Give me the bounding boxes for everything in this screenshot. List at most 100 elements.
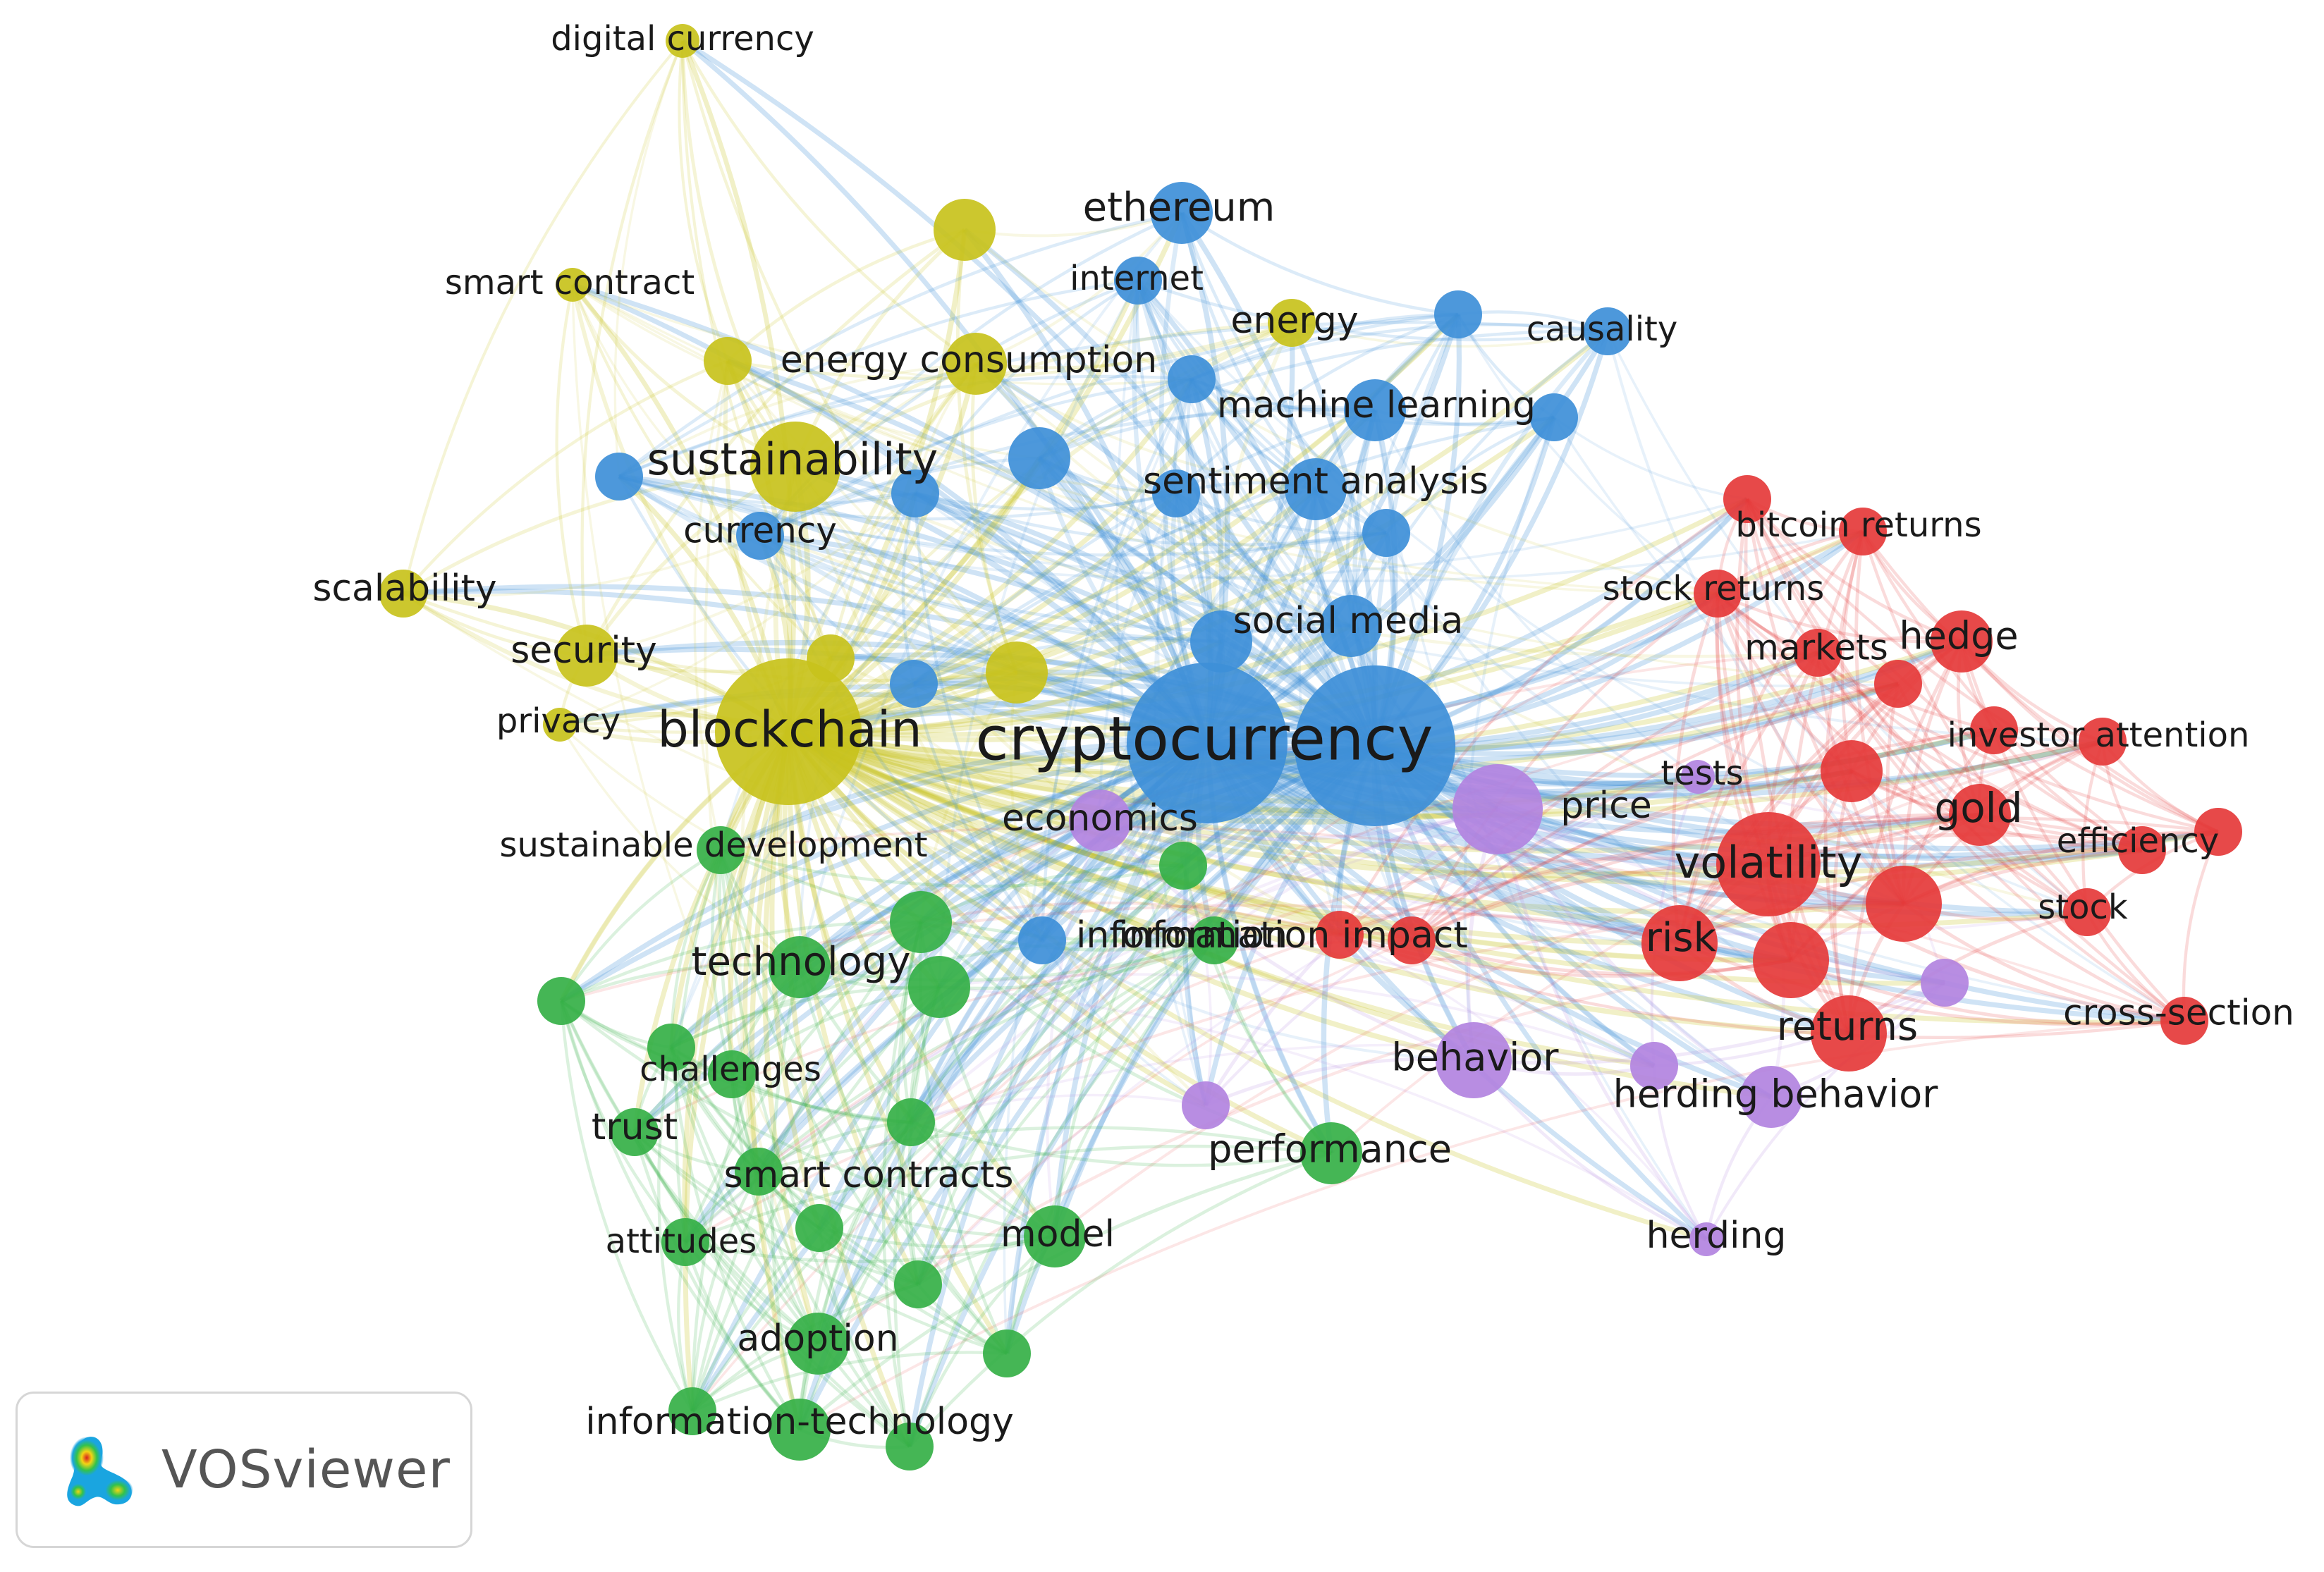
label-causality: causality <box>1527 309 1678 349</box>
network-edge <box>1349 313 1460 627</box>
network-edge <box>690 921 922 1412</box>
node-b-unlabeled-2[interactable] <box>1168 355 1216 403</box>
network-edge <box>914 492 1352 628</box>
node-y-unlabeled-4[interactable] <box>986 641 1048 704</box>
node-g-unlabeled-11[interactable] <box>886 1423 934 1470</box>
node-g-unlabeled-6[interactable] <box>887 1098 935 1146</box>
network-edge <box>1338 498 1749 936</box>
node-scalability[interactable] <box>379 570 427 618</box>
node-b-unlabeled-11[interactable] <box>1018 916 1066 964</box>
node-technology[interactable] <box>769 936 831 998</box>
node-b-unlabeled-1[interactable] <box>1434 290 1482 338</box>
node-ethereum[interactable] <box>1151 182 1213 244</box>
node-r-unlabeled-1[interactable] <box>1723 475 1771 523</box>
node-challenges[interactable] <box>708 1050 756 1098</box>
network-edge <box>720 849 1215 944</box>
node-p-unlabeled-3[interactable] <box>1182 1081 1230 1129</box>
node-stock[interactable] <box>2063 888 2111 936</box>
node-hedge[interactable] <box>1931 610 1993 673</box>
node-b-unlabeled-5[interactable] <box>595 453 643 501</box>
node-y-unlabeled-2[interactable] <box>704 337 752 385</box>
node-markets[interactable] <box>1794 629 1842 677</box>
network-edge <box>757 682 1899 1173</box>
node-g-unlabeled-8[interactable] <box>894 1260 942 1308</box>
node-b-unlabeled-3[interactable] <box>1530 393 1578 441</box>
node-internet[interactable] <box>1114 257 1162 305</box>
node-b-unlabeled-7[interactable] <box>1152 469 1200 517</box>
node-g-unlabeled-3[interactable] <box>908 956 970 1018</box>
network-edge <box>795 465 1818 658</box>
node-g-unlabeled-5[interactable] <box>647 1024 695 1071</box>
node-smart-contract[interactable] <box>556 268 589 302</box>
node-bitcoin-center[interactable] <box>1295 665 1455 826</box>
node-b-unlabeled-10[interactable] <box>890 660 938 708</box>
node-price[interactable] <box>1452 764 1543 854</box>
node-smart-contracts[interactable] <box>735 1148 783 1196</box>
node-trust[interactable] <box>611 1108 659 1156</box>
node-sustainability[interactable] <box>750 422 840 512</box>
node-g-unlabeled-1[interactable] <box>1159 842 1207 890</box>
node-model[interactable] <box>1024 1205 1086 1267</box>
node-sentiment-analysis[interactable] <box>1285 458 1347 520</box>
label-internet: internet <box>1070 259 1204 298</box>
node-r-unlabeled-5[interactable] <box>2194 808 2242 856</box>
node-stock-returns[interactable] <box>1694 570 1742 618</box>
node-herding[interactable] <box>1689 1222 1723 1256</box>
node-risk[interactable] <box>1641 905 1718 981</box>
node-y-unlabeled-1[interactable] <box>934 199 996 261</box>
node-herding-behavior[interactable] <box>1740 1066 1802 1128</box>
node-tests[interactable] <box>1681 760 1715 794</box>
node-g-unlabeled-7[interactable] <box>795 1204 843 1252</box>
node-g-unlabeled-4[interactable] <box>537 977 585 1025</box>
node-sustainable-development[interactable] <box>697 826 745 874</box>
node-returns[interactable] <box>1811 995 1887 1071</box>
node-p-unlabeled-2[interactable] <box>1921 959 1969 1007</box>
network-edge <box>1861 530 2219 833</box>
node-social-media[interactable] <box>1320 595 1382 657</box>
label-cross-section: cross-section <box>2063 993 2294 1033</box>
network-edge <box>788 487 1318 735</box>
node-performance[interactable] <box>1300 1122 1362 1184</box>
node-investor-attention[interactable] <box>2079 718 2127 766</box>
network-edge <box>669 1047 801 1431</box>
node-b-unlabeled-4[interactable] <box>1008 427 1070 489</box>
node-machine-learning[interactable] <box>1344 379 1406 441</box>
node-r-unlabeled-3[interactable] <box>1970 706 2018 754</box>
node-blockchain[interactable] <box>715 658 862 805</box>
node-behavior[interactable] <box>1436 1022 1512 1098</box>
node-information[interactable] <box>1190 916 1238 964</box>
node-cross-section[interactable] <box>2160 997 2208 1045</box>
node-adoption[interactable] <box>787 1313 849 1375</box>
node-efficiency[interactable] <box>2118 826 2166 874</box>
node-g-unlabeled-10[interactable] <box>668 1387 716 1435</box>
node-economics[interactable] <box>1069 790 1131 852</box>
node-information-technology[interactable] <box>769 1399 831 1461</box>
node-b-unlabeled-8[interactable] <box>1362 509 1410 557</box>
node-gold[interactable] <box>1949 784 2011 846</box>
node-bitcoin-returns[interactable] <box>1839 508 1887 555</box>
node-p-unlabeled-1[interactable] <box>1630 1042 1678 1090</box>
node-r-unlabeled-4[interactable] <box>1821 740 1883 802</box>
node-volatility[interactable] <box>1716 812 1821 916</box>
network-edge <box>558 724 800 969</box>
node-b-unlabeled-6[interactable] <box>891 469 939 517</box>
node-currency[interactable] <box>736 512 784 560</box>
node-cryptocurrency[interactable] <box>1127 663 1288 823</box>
network-edge <box>561 920 922 1003</box>
node-energy[interactable] <box>1268 299 1316 347</box>
node-causality[interactable] <box>1584 307 1632 355</box>
node-information-impact[interactable] <box>1388 916 1436 964</box>
node-digital-currency[interactable] <box>666 24 699 58</box>
node-security[interactable] <box>556 625 618 687</box>
node-attitudes[interactable] <box>661 1218 709 1266</box>
node-r-unlabeled-6[interactable] <box>1866 866 1942 942</box>
node-energy-consumption[interactable] <box>945 333 1007 395</box>
node-r-unlabeled-8[interactable] <box>1753 922 1829 998</box>
node-b-unlabeled-9[interactable] <box>1190 610 1252 673</box>
node-g-unlabeled-2[interactable] <box>890 891 952 953</box>
node-r-unlabeled-2[interactable] <box>1874 660 1922 708</box>
node-r-unlabeled-7[interactable] <box>1316 911 1364 959</box>
network-edge <box>1790 739 2103 962</box>
node-privacy[interactable] <box>543 708 577 742</box>
node-g-unlabeled-9[interactable] <box>983 1330 1031 1377</box>
